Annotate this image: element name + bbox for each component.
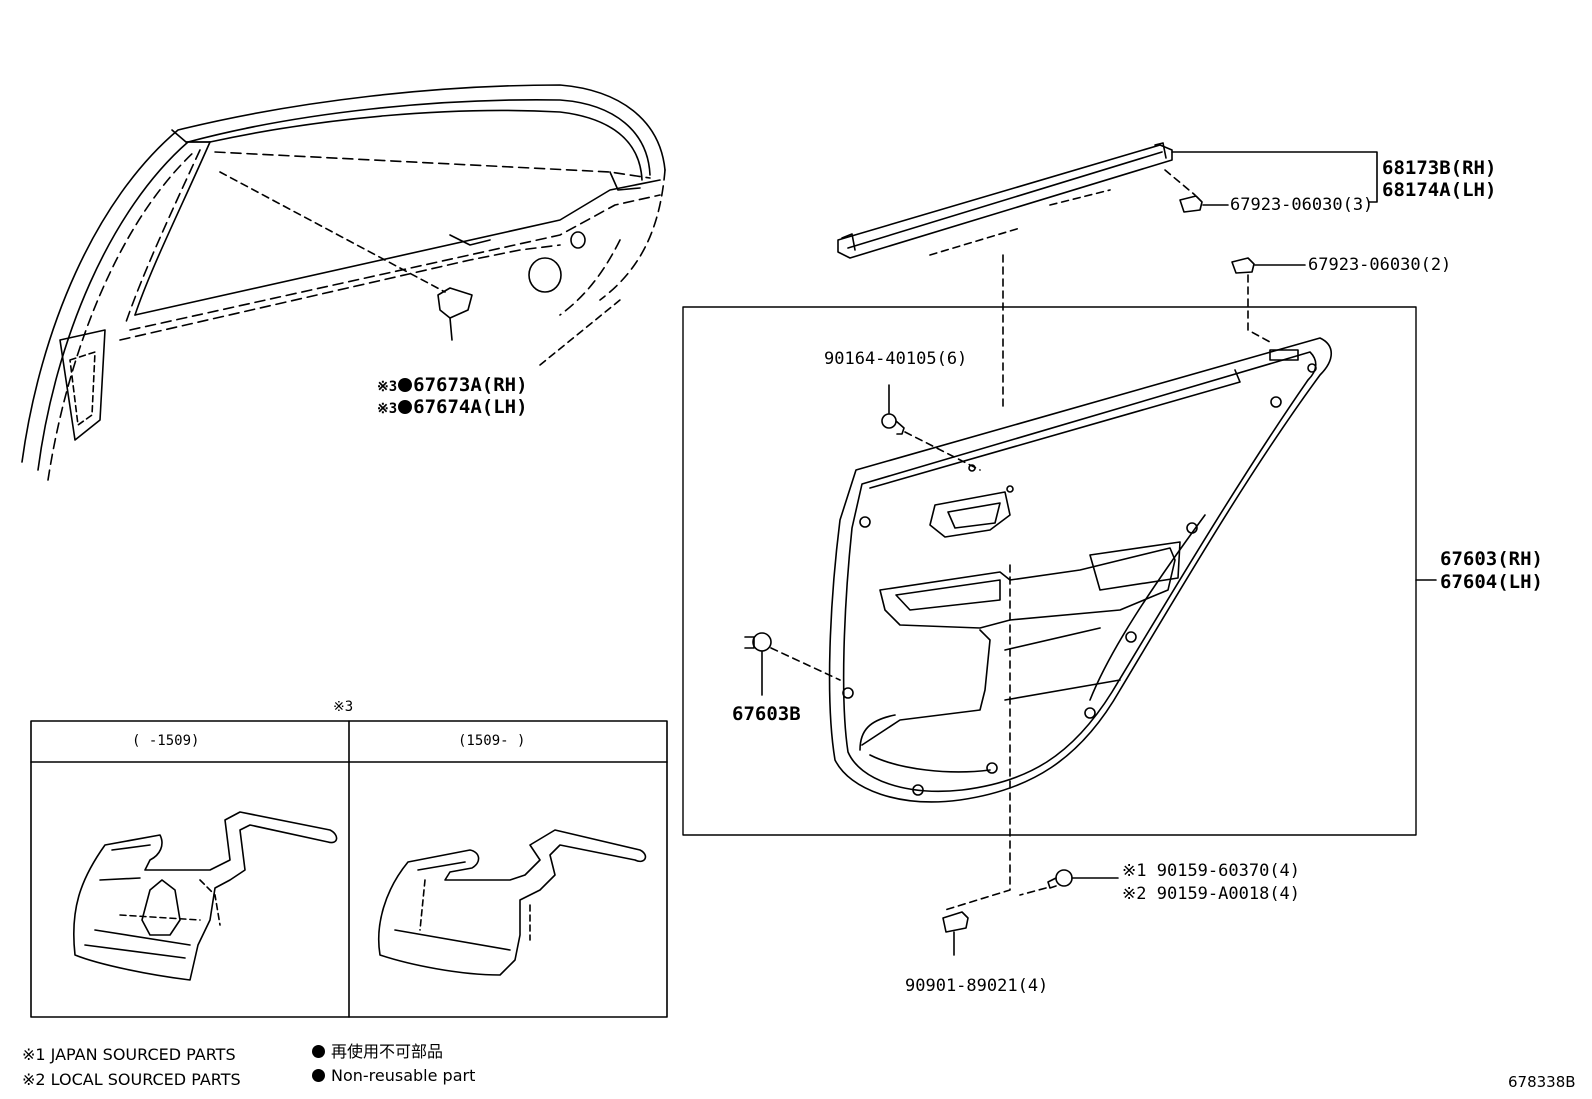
inset-table-frame <box>30 720 668 1018</box>
seal-part-icon <box>437 287 473 341</box>
inset-col-left: ( -1509) <box>132 733 200 749</box>
leader-clip-lower-down <box>1247 274 1271 343</box>
screw-icon-bottom <box>1047 869 1073 889</box>
label-ref1: ※1 90159-60370(4) <box>1122 861 1300 881</box>
clip-icon-bottom <box>942 911 969 956</box>
door-trim-panel-icon <box>828 337 1333 803</box>
leader-moulding-dash <box>929 189 1111 256</box>
label-seal-rh: ※3 67673A(RH) <box>377 374 528 398</box>
nonreusable-jp-text: 再使用不可部品 <box>331 1042 444 1061</box>
vertical-dash-panel <box>944 564 1011 911</box>
nonreusable-dot-icon <box>398 400 413 414</box>
label-67603: 67603(RH) <box>1440 548 1543 570</box>
label-clip-upper: 67923-06030(3) <box>1230 195 1374 215</box>
nonreusable-dot-icon <box>312 1069 325 1082</box>
diagram-id: 678338B <box>1508 1073 1576 1091</box>
ref2-part: 90159-A0018(4) <box>1156 884 1301 904</box>
ref2-mark: ※2 <box>1122 884 1147 904</box>
legend-note2: ※2 LOCAL SOURCED PARTS <box>22 1070 241 1089</box>
label-68173: 68173B(RH) <box>1382 157 1497 179</box>
legend-nonreusable-en: Non-reusable part <box>312 1066 475 1086</box>
nonreusable-en-text: Non-reusable part <box>331 1066 476 1085</box>
leader-67603b <box>770 647 841 681</box>
legend-nonreusable-jp: 再使用不可部品 <box>312 1042 443 1062</box>
label-screw-top: 90164-40105(6) <box>824 349 968 369</box>
label-clip-lower: 67923-06030(2) <box>1308 255 1452 275</box>
seal-lh-part: 67674A(LH) <box>413 396 528 418</box>
belt-moulding-icon <box>837 142 1173 259</box>
seal-rh-part: 67673A(RH) <box>413 374 528 396</box>
seal-variant-new-icon <box>377 829 647 976</box>
seal-lh-mark: ※3 <box>377 401 398 417</box>
nonreusable-dot-icon <box>312 1045 325 1058</box>
ref1-mark: ※1 <box>1122 861 1147 881</box>
leader-seal <box>219 171 446 293</box>
leader-screw-bottom-dash <box>1019 887 1047 896</box>
leader-moulding-clip <box>1164 169 1196 196</box>
legend-note1: ※1 JAPAN SOURCED PARTS <box>22 1045 236 1064</box>
door-frame-outline <box>21 84 666 481</box>
inset-mark: ※3 <box>333 699 354 715</box>
leader-screw-top <box>904 431 981 471</box>
screw-icon-top <box>881 413 905 435</box>
label-67603b: 67603B <box>732 703 801 725</box>
leader-seal-2 <box>539 299 621 366</box>
clip-icon-lower <box>1231 257 1255 274</box>
label-ref2: ※2 90159-A0018(4) <box>1122 884 1300 904</box>
label-clip-bottom: 90901-89021(4) <box>905 976 1049 996</box>
clip-icon-upper <box>1179 195 1203 213</box>
label-seal-lh: ※3 67674A(LH) <box>377 396 528 420</box>
ref1-part: 90159-60370(4) <box>1156 861 1301 881</box>
trim-panel-frame <box>682 306 1417 836</box>
nonreusable-dot-icon <box>398 378 413 392</box>
label-67604: 67604(LH) <box>1440 571 1543 593</box>
inset-col-right: (1509- ) <box>458 733 526 749</box>
seal-rh-mark: ※3 <box>377 379 398 395</box>
label-68174: 68174A(LH) <box>1382 179 1497 201</box>
seal-variant-old-icon <box>72 811 338 981</box>
leader-68173 <box>1171 151 1378 203</box>
clip-icon-67603b <box>744 632 772 652</box>
